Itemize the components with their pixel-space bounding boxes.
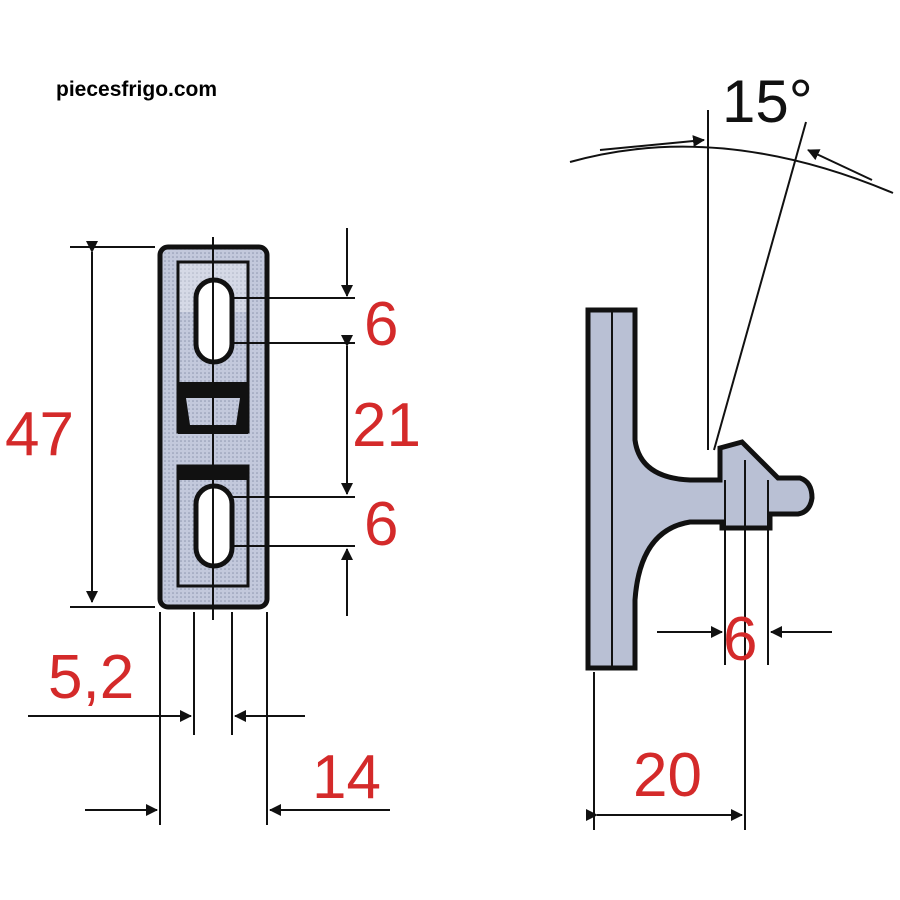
dimension-slot-width: 5,2 [48,643,134,712]
dimension-height: 47 [5,400,74,469]
dimension-slot-spacing: 21 [352,391,421,460]
front-view: 47 6 21 6 5,2 14 [5,228,421,825]
catch-side-profile [585,307,815,671]
dimension-slot-bottom: 6 [364,490,398,559]
dimension-width: 14 [312,743,381,812]
dimension-slot-top: 6 [364,290,398,359]
angle-label: 15° [722,68,813,135]
side-view: 15° 6 20 [569,68,894,830]
brand-label: piecesfrigo.com [56,78,217,101]
dimension-tip-width: 6 [723,605,757,674]
dimension-depth: 20 [633,741,702,810]
